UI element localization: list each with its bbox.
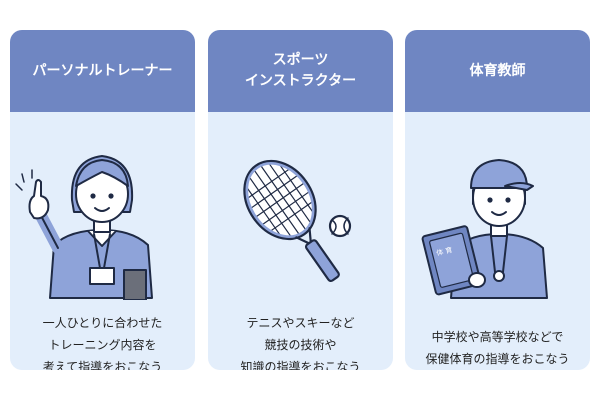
- card-title: 体育教師: [405, 30, 590, 112]
- card-sports-instructor: スポーツ インストラクター: [208, 30, 393, 370]
- card-description: 中学校や高等学校などで 保健体育の指導をおこなう: [425, 330, 570, 366]
- notebook-label-decoration: 体 育: [435, 245, 453, 258]
- tennis-racket-illustration: [208, 130, 393, 300]
- pe-teacher-illustration: 体 育: [405, 130, 590, 300]
- card-description: テニスやスキーなど 競技の技術や 知識の指導をおこなう: [240, 316, 361, 370]
- card-pe-teacher: 体育教師: [405, 30, 590, 370]
- personal-trainer-illustration: [10, 130, 195, 300]
- card-personal-trainer: パーソナルトレーナー: [10, 30, 195, 370]
- card-title: スポーツ インストラクター: [208, 30, 393, 112]
- card-title: パーソナルトレーナー: [10, 30, 195, 112]
- card-description: 一人ひとりに合わせた トレーニング内容を 考えて指導をおこなう: [42, 316, 163, 370]
